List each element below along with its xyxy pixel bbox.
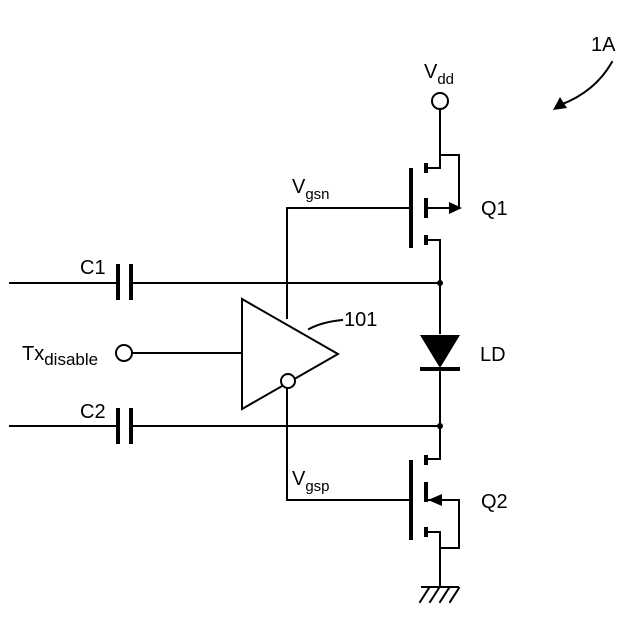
q1-drain-body — [428, 155, 459, 208]
vgsp-label: Vgsp — [292, 468, 330, 495]
figure-pointer-arrow — [560, 62, 612, 105]
q2-transistor — [411, 426, 459, 586]
driver-leader — [309, 320, 342, 329]
q2-source-top — [428, 426, 440, 459]
q2-drain — [428, 532, 440, 586]
vgsn-label: Vgsn — [292, 176, 330, 203]
driver-label: 101 — [344, 309, 377, 331]
c1-capacitor — [118, 264, 131, 300]
figure-label: 1A — [591, 34, 616, 56]
q1-transistor — [411, 155, 462, 283]
q1-source — [428, 240, 440, 283]
q2-arrowhead — [428, 494, 442, 506]
q2-label: Q2 — [481, 491, 508, 513]
tx-disable-label: Txdisable — [22, 343, 98, 369]
driver-inverting-bubble — [281, 374, 295, 388]
laser-diode — [420, 335, 460, 368]
c1-label: C1 — [80, 257, 106, 279]
ld-label: LD — [480, 344, 506, 366]
tx-disable-terminal — [116, 345, 132, 361]
q1-label: Q1 — [481, 198, 508, 220]
driver-triangle — [242, 299, 338, 409]
q2-body — [428, 500, 459, 548]
vdd-label: Vdd — [424, 61, 454, 88]
c2-capacitor — [118, 408, 131, 444]
vdd-terminal — [432, 93, 448, 109]
ground-icon — [420, 587, 459, 602]
c2-label: C2 — [80, 401, 106, 423]
q1-arrowhead — [449, 202, 462, 214]
